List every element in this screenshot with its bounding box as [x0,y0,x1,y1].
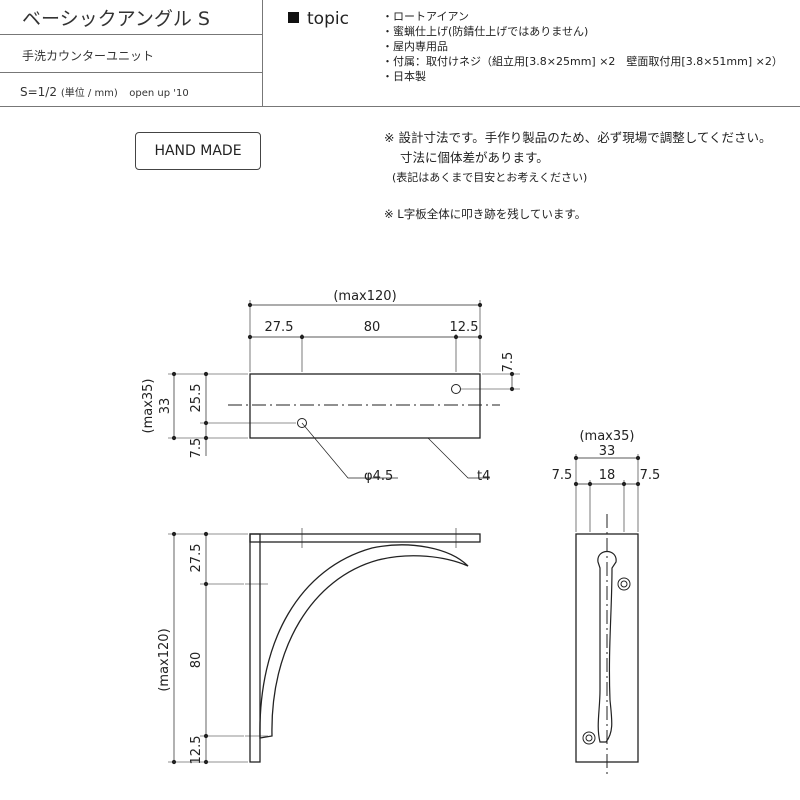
hand-made-badge: HAND MADE [135,132,261,170]
dim-label: 7.5 [501,352,516,373]
note-line: 寸法に個体差があります。 [400,150,549,165]
header-divider [262,0,263,106]
topic-label-text: topic [307,9,349,29]
product-title: ベーシックアングル S [22,8,210,30]
dim-label: 18 [599,468,616,483]
edition: open up '10 [129,88,189,99]
dim-label: (max35) [579,429,634,444]
dim-label: 25.5 [189,384,204,413]
topic-item: ・屋内専用品 [382,40,448,53]
front-view [168,528,481,765]
dim-hole-diameter: φ4.5 [364,469,393,484]
unit: (単位 / mm) [60,88,118,99]
dim-label: 7.5 [189,438,204,459]
curved-arm [259,544,469,739]
dim-overall: (max120) [333,289,396,304]
dim-label: 7.5 [552,468,573,483]
scale: S=1/2 [20,85,57,99]
top-view [168,300,520,479]
note-line: ※ 設計寸法です。手作り製品のため、必ず現場で調整してください。 [384,130,772,145]
header-divider [0,34,262,35]
note-line: (表記はあくまで目安とお考えください) [392,171,588,184]
top-plate-outline [249,373,481,439]
topic-item: ・蜜蝋仕上げ(防錆仕上げではありません) [382,25,589,38]
square-bullet-icon [288,12,299,23]
note-hammer: ※ L字板全体に叩き跡を残しています。 [384,207,587,221]
header-divider [0,106,800,107]
dim-label: (max35) [141,378,156,433]
notes: ※ 設計寸法です。手作り製品のため、必ず現場で調整してください。 寸法に個体差が… [384,128,771,188]
topic-item: ・付属：取付けネジ（組立用[3.8×25mm] ×2 壁面取付用[3.8×51m… [382,55,783,68]
scale-info: S=1/2 (単位 / mm) open up '10 [20,84,189,99]
dim-label: 33 [158,398,173,415]
dim-label: 80 [189,652,204,669]
dim-label: 27.5 [189,544,204,573]
dim-thickness: t4 [477,469,490,484]
hole-icon [297,418,307,428]
header-divider [0,72,262,73]
topic-item: ・日本製 [382,70,426,83]
arm-profile [597,550,617,743]
vertical-plate [249,533,261,763]
side-view [573,454,641,778]
dim-label: 12.5 [450,320,479,335]
product-subtitle: 手洗カウンターユニット [22,49,155,63]
dim-label: 12.5 [189,736,204,765]
horizontal-plate [249,533,481,543]
dim-label: 27.5 [265,320,294,335]
dim-label: 7.5 [640,468,661,483]
dim-label: 33 [599,444,616,459]
topic-item: ・ロートアイアン [382,10,470,23]
dim-label: 80 [364,320,381,335]
dim-overall: (max120) [157,628,172,691]
topic-label: topic [288,9,349,29]
hole-icon [451,384,461,394]
topic-list: ・ロートアイアン ・蜜蝋仕上げ(防錆仕上げではありません) ・屋内専用品 ・付属… [382,9,783,84]
